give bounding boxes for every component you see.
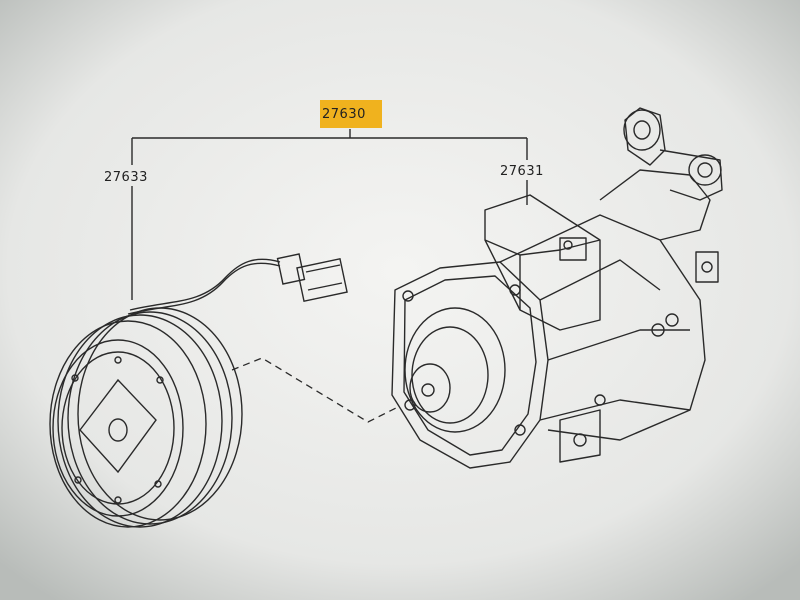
clutch-pulley [49, 307, 243, 528]
compressor-part-number[interactable]: 27631 [500, 164, 544, 179]
assembly-label-highlight [320, 100, 382, 128]
compressor-body [391, 107, 723, 469]
assembly-bracket [131, 129, 528, 300]
assembly-part-number[interactable]: 27630 [322, 107, 366, 122]
assembly-dashed-line [231, 357, 401, 423]
clutch-part-number[interactable]: 27633 [104, 170, 148, 185]
